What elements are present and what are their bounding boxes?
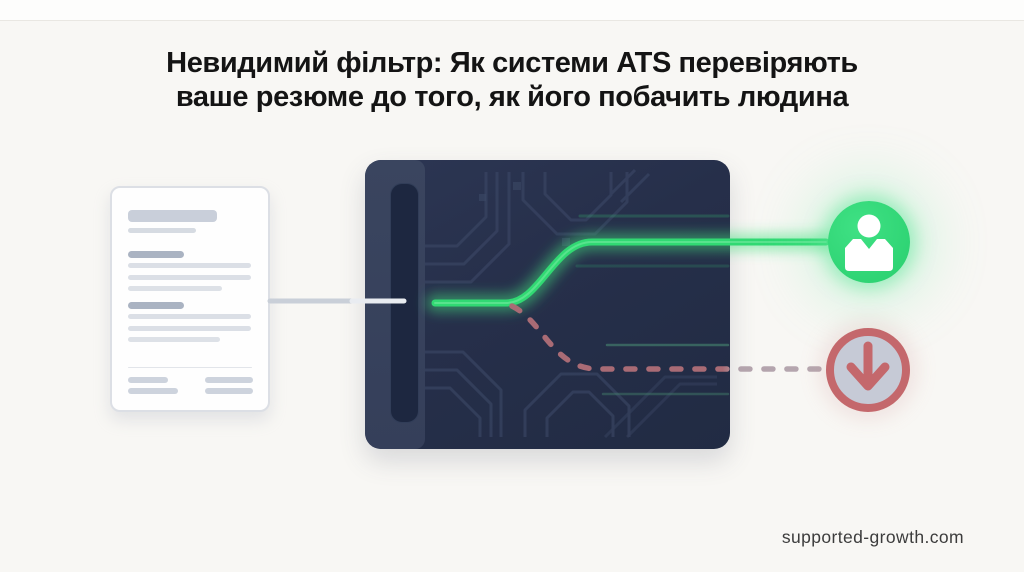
resume-footer-bar	[128, 377, 168, 383]
ats-scanner-box	[365, 160, 730, 449]
resume-section-heading	[128, 251, 184, 258]
resume-footer-bar	[205, 377, 253, 383]
resume-text-line	[128, 286, 222, 291]
resume-text-line	[128, 337, 220, 342]
resume-footer-bar	[128, 388, 178, 394]
resume-title-bar	[128, 210, 217, 222]
resume-footer-bar	[205, 388, 253, 394]
top-strip	[0, 0, 1024, 21]
resume-text-line	[128, 275, 251, 280]
title-line-1: Невидимий фільтр: Як системи ATS перевір…	[166, 47, 858, 79]
arrow-down-icon	[846, 341, 890, 391]
website-watermark: supported-growth.com	[781, 527, 964, 547]
resume-document	[110, 186, 270, 412]
rejected-circle	[826, 328, 910, 412]
page-title: Невидимий фільтр: Як системи ATS перевір…	[0, 46, 1024, 114]
resume-subtitle-bar	[128, 228, 196, 233]
circuit-pattern-graphic	[425, 168, 730, 439]
resume-text-line	[128, 326, 251, 331]
title-line-2: ваше резюме до того, як його побачить лю…	[175, 81, 849, 113]
resume-section-heading	[128, 302, 184, 309]
accepted-circle	[828, 201, 910, 283]
person-inbox-icon	[845, 214, 893, 271]
resume-text-line	[128, 314, 251, 319]
resume-text-line	[128, 263, 251, 268]
resume-divider	[128, 367, 252, 368]
